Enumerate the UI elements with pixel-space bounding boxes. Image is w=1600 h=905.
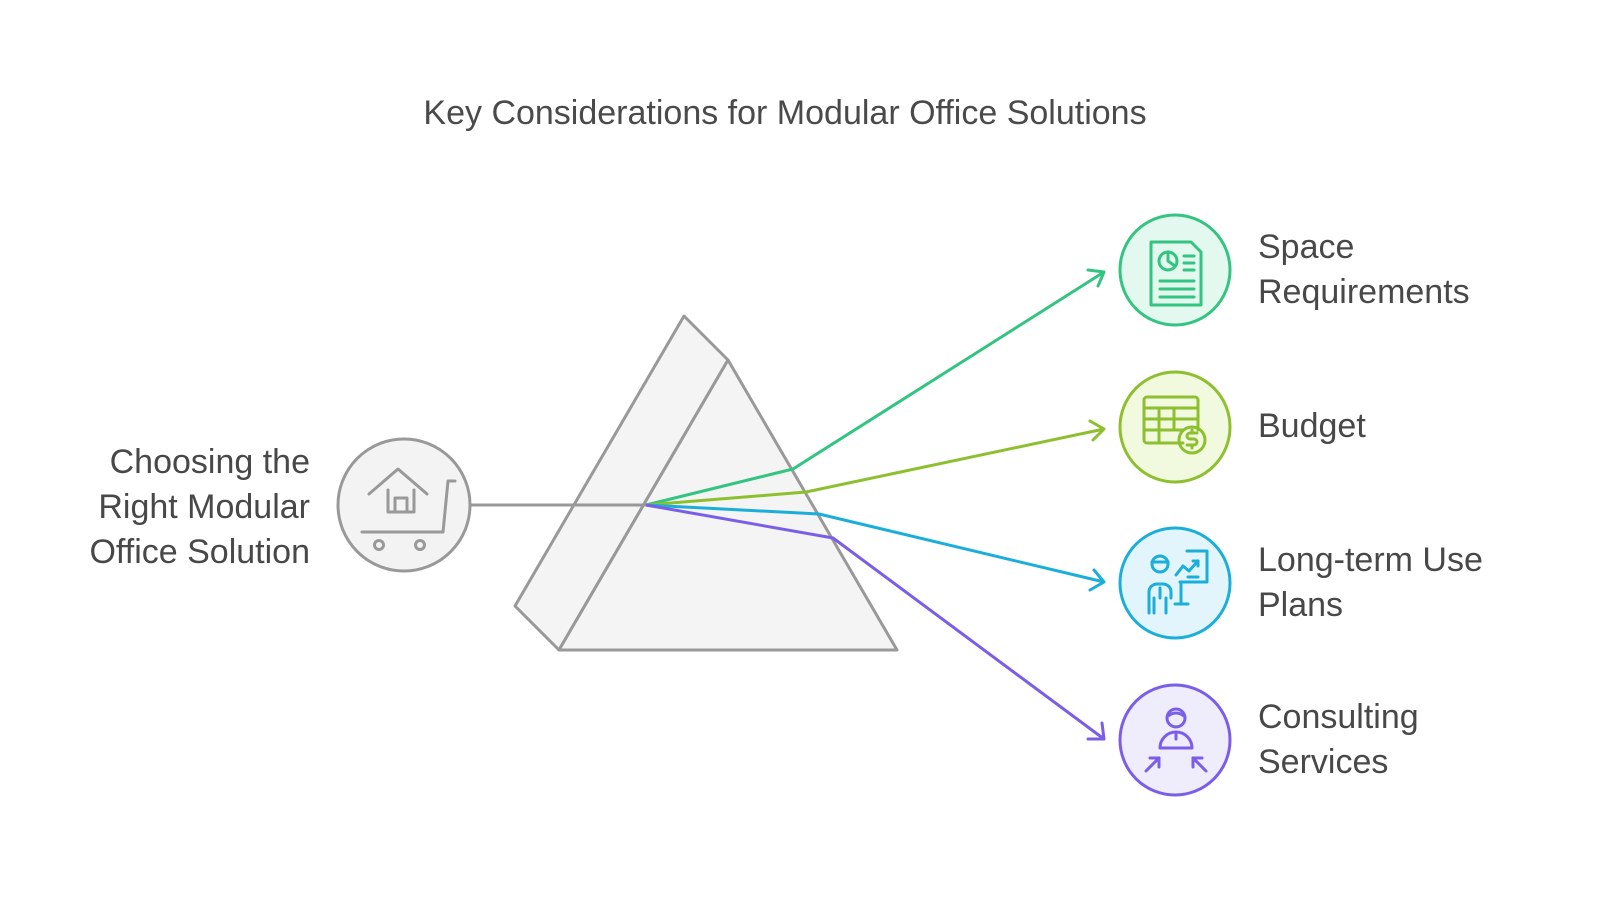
source-label-line: Right Modular — [98, 488, 310, 526]
house-cart-icon — [360, 467, 457, 551]
output-label-line: Long-term Use — [1258, 541, 1483, 579]
document-chart-icon — [1149, 240, 1203, 307]
ray-space-requirements — [645, 270, 1105, 507]
output-label-consulting: Consulting Services — [1258, 695, 1419, 785]
output-label-line: Budget — [1258, 407, 1366, 445]
output-node-long-term-use — [1118, 526, 1232, 640]
source-label-line: Choosing the — [109, 443, 310, 481]
arrowhead-icon — [1088, 419, 1106, 442]
output-node-space-requirements — [1118, 213, 1232, 327]
source-label-line: Office Solution — [89, 533, 310, 571]
spreadsheet-dollar-icon — [1142, 395, 1207, 455]
diagram-title: Key Considerations for Modular Office So… — [423, 94, 1147, 132]
output-label-space-requirements: Space Requirements — [1258, 225, 1470, 315]
source-node — [336, 437, 472, 573]
output-label-long-term-use: Long-term Use Plans — [1258, 538, 1483, 628]
arrowhead-icon — [1086, 721, 1106, 741]
arrowhead-icon — [1086, 268, 1106, 288]
output-label-line: Consulting — [1258, 698, 1419, 736]
consultant-arrows-icon — [1144, 707, 1208, 773]
presenter-chart-icon — [1147, 549, 1209, 615]
output-label-line: Requirements — [1258, 273, 1470, 311]
ray-budget — [645, 427, 1105, 507]
arrowhead-icon — [1088, 568, 1106, 592]
ray-long-term-use — [645, 503, 1105, 584]
output-node-consulting — [1118, 683, 1232, 797]
source-label: Choosing the Right Modular Office Soluti… — [89, 440, 310, 575]
output-label-line: Plans — [1258, 586, 1344, 624]
output-label-budget: Budget — [1258, 404, 1366, 449]
output-node-budget — [1118, 370, 1232, 484]
output-label-line: Services — [1258, 743, 1389, 781]
output-label-line: Space — [1258, 228, 1355, 266]
ray-consulting — [645, 503, 1105, 741]
